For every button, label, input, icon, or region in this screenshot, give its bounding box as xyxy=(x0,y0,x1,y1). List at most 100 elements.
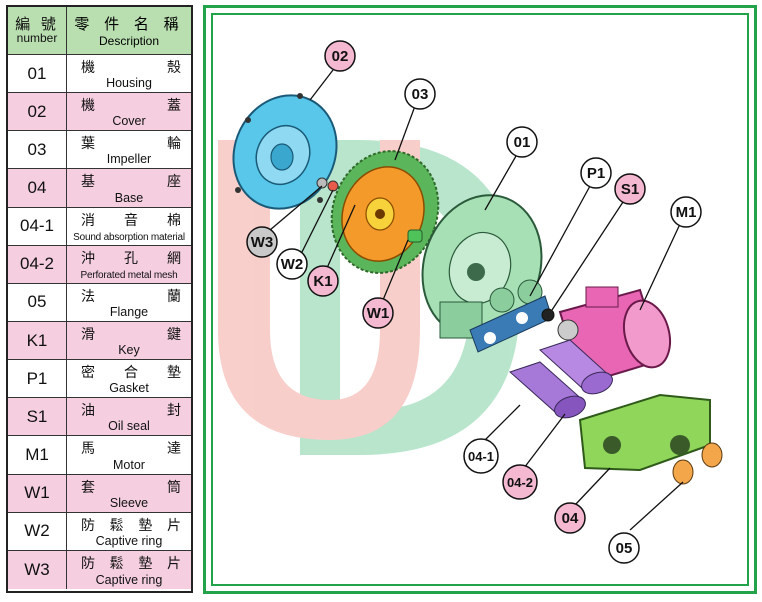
part-name-zh-char: 鬆 xyxy=(109,517,124,534)
part-name-zh-char: 合 xyxy=(124,365,138,382)
part-name-zh: 防鬆墊片 xyxy=(81,553,181,573)
part-name-en: Flange xyxy=(109,304,149,319)
part-name-zh: 防鬆墊片 xyxy=(81,515,181,535)
part-name-en: Impeller xyxy=(106,152,152,167)
part-number: 04-2 xyxy=(8,245,67,283)
part-number: S1 xyxy=(8,398,67,436)
svg-text:W3: W3 xyxy=(251,234,274,251)
svg-text:K1: K1 xyxy=(313,273,332,290)
part-name-zh: 密合墊 xyxy=(81,362,181,382)
part-number: 05 xyxy=(8,283,67,321)
part-name-en: Oil seal xyxy=(108,419,150,434)
svg-text:05: 05 xyxy=(616,540,633,557)
part-name-zh-char: 密 xyxy=(81,365,95,382)
part-number: M1 xyxy=(8,436,67,474)
svg-text:02: 02 xyxy=(332,48,349,65)
part-number: 01 xyxy=(8,55,67,93)
part-name-zh: 機殼 xyxy=(81,57,181,77)
part-name-zh: 套筒 xyxy=(81,477,181,497)
part-name-en: Sound absorption material xyxy=(73,231,185,243)
w3-washer xyxy=(316,177,328,189)
callout-w1: W1 xyxy=(362,297,394,329)
part-name-zh: 葉輪 xyxy=(81,133,181,153)
part-name-zh-char: 鍵 xyxy=(167,326,181,343)
header-number-cell: 編 號 number xyxy=(8,7,67,54)
part-name-zh-char: 基 xyxy=(81,174,95,191)
part-name-zh-char: 消 xyxy=(81,212,95,229)
part-name-zh-char: 防 xyxy=(81,555,95,572)
svg-text:03: 03 xyxy=(412,86,429,103)
part-number: 02 xyxy=(8,93,67,131)
callout-03: 03 xyxy=(404,78,436,110)
part-number: K1 xyxy=(8,321,67,360)
part-name-en: Key xyxy=(118,343,140,358)
exploded-view-diagram: 02 03 01 P1 S1 M1 W3 W2 xyxy=(218,40,723,564)
svg-text:04-1: 04-1 xyxy=(468,449,494,464)
part-name-en: Perforated metal mesh xyxy=(80,269,178,281)
part-name-zh-char: 墊 xyxy=(138,555,153,572)
part-name-en: Housing xyxy=(106,76,152,91)
part-name-zh-char: 網 xyxy=(167,250,181,267)
part-name-zh-char: 筒 xyxy=(167,479,181,496)
part-name-zh-char: 套 xyxy=(81,479,95,496)
part-number: W2 xyxy=(8,512,67,550)
part-name-zh: 滑鍵 xyxy=(81,324,181,344)
part-name-en: Sleeve xyxy=(109,495,149,510)
callout-p1: P1 xyxy=(580,157,612,189)
part-name-zh: 機蓋 xyxy=(81,95,181,115)
svg-text:04-2: 04-2 xyxy=(507,475,533,490)
part-name-zh-char: 殼 xyxy=(167,60,181,76)
leader-lines xyxy=(269,69,684,531)
part-name-zh: 沖孔網 xyxy=(81,248,181,268)
part-name-zh-char: 孔 xyxy=(124,250,138,267)
part-name-zh-char: 蘭 xyxy=(167,288,181,305)
part-number: W3 xyxy=(8,550,67,589)
svg-text:P1: P1 xyxy=(587,165,605,182)
header-desc-en: Description xyxy=(98,34,160,48)
part-name-zh-char: 片 xyxy=(166,517,181,534)
callout-w2: W2 xyxy=(276,248,308,280)
part-name-zh-char: 蓋 xyxy=(167,98,181,115)
part-name-zh-char: 防 xyxy=(81,517,95,534)
cover-part xyxy=(232,93,338,210)
part-name-zh-char: 油 xyxy=(81,403,95,420)
diagram-inner-border xyxy=(211,13,749,586)
table-header: 編 號 number 零 件 名 稱 Description xyxy=(8,7,191,55)
w1-sleeve xyxy=(407,229,423,243)
part-name-zh-char: 沖 xyxy=(81,250,95,267)
flange-part xyxy=(672,442,723,485)
part-name-zh: 馬達 xyxy=(81,438,181,458)
part-number: 04 xyxy=(8,169,67,207)
callout-w3: W3 xyxy=(246,226,278,258)
table-row: 04-2 沖 孔 網 Perforated metal mesh xyxy=(8,245,191,284)
part-name-en: Cover xyxy=(112,114,146,129)
svg-text:04: 04 xyxy=(562,510,579,527)
header-number-zh: 編 號 xyxy=(15,14,59,33)
part-name-zh-char: 機 xyxy=(81,60,95,76)
callout-02: 02 xyxy=(324,40,356,72)
callout-k1: K1 xyxy=(307,265,339,297)
sound-absorption-cylinder xyxy=(509,361,586,419)
